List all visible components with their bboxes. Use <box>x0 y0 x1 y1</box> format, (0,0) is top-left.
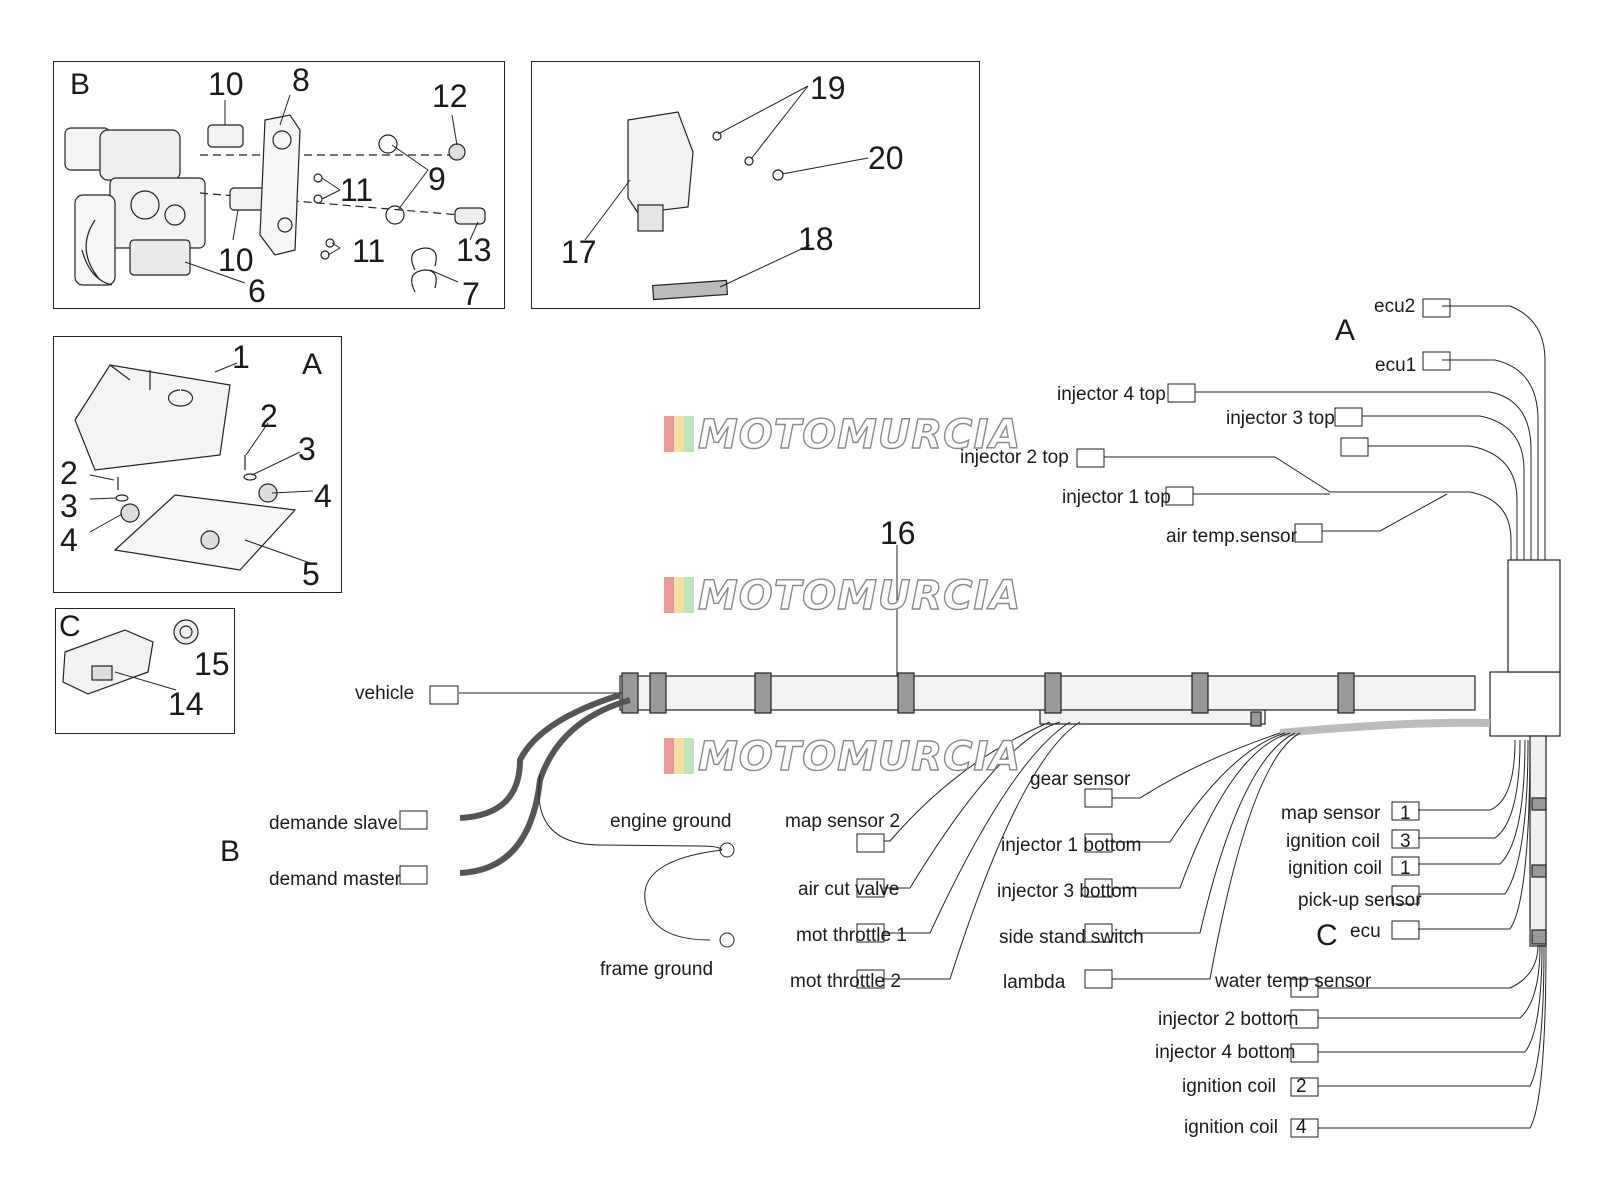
ecu-unit-drawing <box>74 364 297 571</box>
section-c-letter: C <box>1316 919 1338 952</box>
callout: 3 <box>60 488 78 524</box>
callout: 2 <box>60 455 78 491</box>
callout: 18 <box>798 221 834 257</box>
callout: 19 <box>810 70 846 106</box>
connector-label-ignition-coil-1: ignition coil <box>1288 858 1382 879</box>
callout: 6 <box>248 273 266 309</box>
callout: 14 <box>168 686 204 722</box>
callout: 4 <box>314 478 332 514</box>
watermark: MOTOMURCIA <box>664 414 1021 456</box>
connector-label-injector-1-top: injector 1 top <box>1062 487 1171 508</box>
connector-label-air-temp-sensor: air temp.sensor <box>1166 526 1297 547</box>
connector-label-frame-ground: frame ground <box>600 959 714 980</box>
ecu-module-drawing <box>627 111 784 301</box>
connector-label-mot-throttle-1: mot throttle 1 <box>796 925 907 946</box>
callout: 10 <box>208 66 244 102</box>
panel-b-letter: B <box>70 68 91 101</box>
panel-b <box>53 61 505 309</box>
callout: 12 <box>432 78 468 114</box>
connector-label-map-sensor-2: map sensor 2 <box>785 811 901 832</box>
connector-label-injector-4-top: injector 4 top <box>1057 384 1166 405</box>
connector-label-injector-4-bottom: injector 4 bottom <box>1155 1042 1296 1063</box>
connector-tag: 4 <box>1296 1117 1307 1138</box>
callout: 3 <box>298 431 316 467</box>
panel-ecu-bracket <box>531 61 980 309</box>
connector-label-injector-2-top: injector 2 top <box>960 447 1069 468</box>
section-a-letter: A <box>1335 314 1356 347</box>
connector-boxes <box>399 298 1451 1138</box>
watermark: MOTOMURCIA <box>664 575 1021 617</box>
connector-tag: 1 <box>1400 803 1411 824</box>
panel-a <box>53 336 342 593</box>
connector-label-map-sensor: map sensor <box>1281 803 1381 824</box>
callout: 1 <box>232 339 250 375</box>
callout: 9 <box>428 161 446 197</box>
callout: 8 <box>292 62 310 98</box>
connector-label-side-stand-switch: side stand switch <box>999 927 1144 948</box>
connector-label-air-cut-valve: air cut valve <box>798 879 900 900</box>
connector-label-engine-ground: engine ground <box>610 811 732 832</box>
connector-tag: 3 <box>1400 831 1411 852</box>
connector-label-demand-master: demand master <box>269 869 402 890</box>
relay-drawing <box>62 619 199 695</box>
connector-label-injector-3-top: injector 3 top <box>1226 408 1335 429</box>
callout: 15 <box>194 646 230 682</box>
connector-label-ignition-coil-3: ignition coil <box>1286 831 1380 852</box>
callout: 2 <box>260 398 278 434</box>
connector-label-ecu1: ecu1 <box>1375 355 1417 376</box>
throttle-body-drawing <box>64 114 486 293</box>
callout: 20 <box>868 140 904 176</box>
connector-label-vehicle: vehicle <box>355 683 415 704</box>
panel-c-letter: C <box>59 610 81 643</box>
callout: 7 <box>462 276 480 312</box>
callout: 11 <box>340 172 374 208</box>
callout: 10 <box>218 242 254 278</box>
callout: 5 <box>302 556 320 592</box>
connector-label-ecu: ecu <box>1350 921 1381 942</box>
connector-label-ignition-coil-2: ignition coil <box>1182 1076 1276 1097</box>
connector-label-water-temp-sensor: water temp sensor <box>1215 971 1372 992</box>
connector-label-gear-sensor: gear sensor <box>1030 769 1131 790</box>
connector-tag: 1 <box>1400 858 1411 879</box>
callout: 17 <box>561 234 597 270</box>
connector-tag: 2 <box>1296 1076 1307 1097</box>
connector-label-lambda: lambda <box>1003 972 1066 993</box>
connector-label-ignition-coil-4: ignition coil <box>1184 1117 1278 1138</box>
callout: 11 <box>352 233 386 269</box>
callout: 4 <box>60 522 78 558</box>
connector-label-injector-3-bottom: injector 3 bottom <box>997 881 1138 902</box>
connector-label-injector-1-bottom: injector 1 bottom <box>1001 835 1142 856</box>
callout: 13 <box>456 232 492 268</box>
wires <box>459 305 1547 1129</box>
panel-c <box>55 608 235 734</box>
connector-label-injector-2-bottom: injector 2 bottom <box>1158 1009 1299 1030</box>
harness-callout: 16 <box>880 515 916 551</box>
connector-label-mot-throttle-2: mot throttle 2 <box>790 971 901 992</box>
section-b-letter: B <box>220 835 241 868</box>
watermark: MOTOMURCIA <box>664 736 1021 778</box>
callout-leaders <box>89 85 869 691</box>
panel-a-letter: A <box>302 348 323 381</box>
connector-label-pick-up-sensor: pick-up sensor <box>1298 890 1422 911</box>
connector-label-ecu2: ecu2 <box>1374 296 1416 317</box>
connector-label-demande-slave: demande slave <box>269 813 398 834</box>
